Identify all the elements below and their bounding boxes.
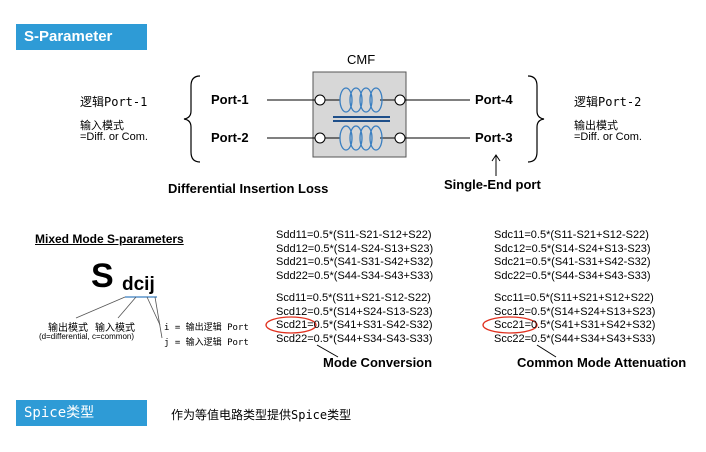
equation: Scd21=0.5*(S41+S31-S42-S32) — [276, 319, 433, 332]
terminal-4 — [394, 94, 406, 106]
port4-label: Port-4 — [475, 92, 513, 107]
s-parameter-header-text: S-Parameter — [24, 28, 113, 45]
output-mode-note: (d=differential, c=common) — [39, 332, 135, 341]
equation: Sdc21=0.5*(S41-S31+S42-S32) — [494, 256, 651, 269]
highlight-scc21 — [482, 316, 538, 334]
terminal-1 — [314, 94, 326, 106]
highlight-scd21 — [265, 316, 317, 334]
equation: Sdc22=0.5*(S44-S34+S43-S33) — [494, 269, 651, 282]
spice-description: 作为等值电路类型提供Spice类型 — [171, 408, 352, 422]
equation: Scc12=0.5*(S14+S24+S13+S23) — [494, 305, 656, 318]
equation: Scc11=0.5*(S11+S21+S12+S22) — [494, 292, 654, 304]
sdd-equations: Sdd11=0.5*(S11-S21-S12+S22) Sdd12=0.5*(S… — [276, 229, 433, 283]
j-note: j = 输入逻辑 Port — [164, 338, 249, 348]
equation: Sdc11=0.5*(S11-S21+S12-S22) — [494, 229, 649, 241]
common-mode-attenuation-caption: Common Mode Attenuation — [517, 355, 687, 370]
differential-insertion-loss: Differential Insertion Loss — [168, 181, 329, 196]
equation: Scd12=0.5*(S14+S24-S13-S23) — [276, 305, 433, 318]
pointer-j — [154, 296, 163, 339]
common-attenuation-pointer — [536, 344, 557, 358]
pointer-i — [146, 296, 161, 326]
sdc-equations: Sdc11=0.5*(S11-S21+S12-S22) Sdc12=0.5*(S… — [494, 229, 651, 283]
s-parameter-header: S-Parameter — [16, 24, 147, 50]
right-mode-values: =Diff. or Com. — [574, 131, 642, 143]
mixed-mode-title: Mixed Mode S-parameters — [35, 232, 184, 246]
spice-header-text: Spice类型 — [24, 405, 95, 421]
port1-label: Port-1 — [211, 92, 249, 107]
equation: Sdd22=0.5*(S44-S34-S43+S33) — [276, 269, 434, 282]
upper-coil — [339, 87, 383, 113]
mode-conversion-caption: Mode Conversion — [323, 355, 433, 370]
port3-label: Port-3 — [475, 130, 513, 145]
scd-equations: Scd11=0.5*(S11+S21-S12-S22) Scd12=0.5*(S… — [276, 292, 433, 346]
cmf-box — [312, 71, 407, 158]
scc-equations: Scc11=0.5*(S11+S21+S12+S22) Scc12=0.5*(S… — [494, 292, 655, 346]
port2-label: Port-2 — [211, 130, 249, 145]
left-input-mode: 输入模式 — [80, 120, 124, 132]
terminal-2 — [314, 132, 326, 144]
left-mode-values: =Diff. or Com. — [80, 131, 148, 143]
equation: Scd22=0.5*(S44+S34-S43-S33) — [276, 332, 433, 345]
input-mode-label: 输入模式 — [95, 323, 135, 334]
right-output-mode: 输出模式 — [574, 120, 618, 132]
equation: Sdc12=0.5*(S14-S24+S13-S23) — [494, 242, 651, 255]
s-letter: S — [91, 257, 114, 295]
terminal-3 — [394, 132, 406, 144]
pointer-in-mode — [117, 296, 137, 319]
left-logic-port: 逻辑Port-1 — [80, 95, 148, 109]
spice-header: Spice类型 — [16, 400, 147, 426]
equation: Scc21=0.5*(S41+S31+S42+S32) — [494, 319, 656, 332]
pointer-out-mode — [75, 296, 126, 319]
i-note: i = 输出逻辑 Port — [164, 323, 249, 333]
equation: Sdd12=0.5*(S14-S24-S13+S23) — [276, 242, 434, 255]
output-mode-label: 输出模式 — [48, 323, 88, 334]
right-logic-port: 逻辑Port-2 — [574, 95, 642, 109]
lower-coil — [339, 125, 383, 151]
single-end-port: Single-End port — [444, 177, 541, 192]
mode-conversion-pointer — [316, 344, 339, 358]
right-brace — [527, 75, 545, 163]
equation: Scc22=0.5*(S44+S34+S43+S33) — [494, 332, 656, 345]
equation: Scd11=0.5*(S11+S21-S12-S22) — [276, 292, 431, 304]
s-subscript: dcij — [122, 274, 155, 295]
left-brace — [183, 75, 201, 163]
cmf-label: CMF — [347, 52, 376, 67]
equation: Sdd11=0.5*(S11-S21-S12+S22) — [276, 229, 432, 241]
equation: Sdd21=0.5*(S41-S31-S42+S32) — [276, 256, 434, 269]
